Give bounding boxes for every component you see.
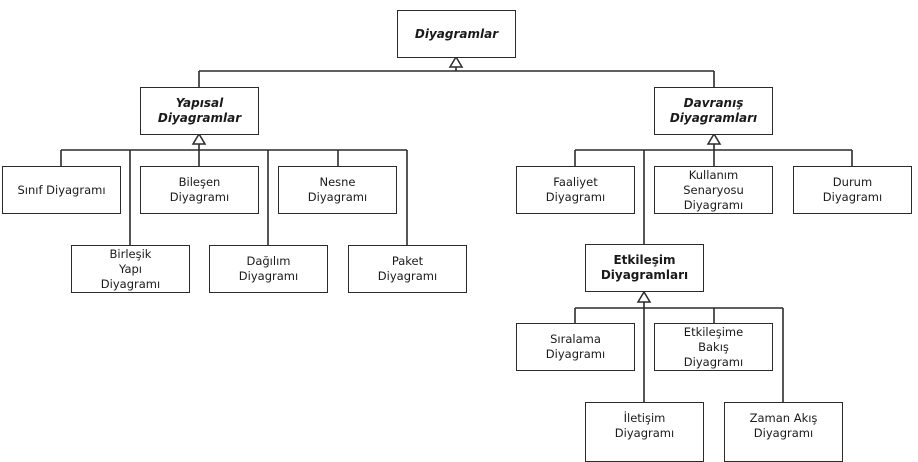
node-timing: Zaman Akış Diyagramı — [724, 402, 843, 462]
node-root: Diyagramlar — [397, 10, 516, 58]
node-class: Sınıf Diyagramı — [2, 166, 121, 214]
node-state: Durum Diyagramı — [793, 166, 912, 214]
node-component: Bileşen Diyagramı — [140, 166, 259, 214]
node-label: Durum Diyagramı — [822, 175, 883, 204]
node-usecase: Kullanım Senaryosu Diyagramı — [654, 166, 773, 214]
node-label: Etkileşime Bakış Diyagramı — [683, 324, 744, 369]
node-label: Zaman Akış Diyagramı — [749, 411, 818, 440]
node-package: Paket Diyagramı — [348, 245, 467, 293]
node-structural: Yapısal Diyagramlar — [140, 87, 259, 135]
node-label: Diyagramlar — [414, 26, 499, 41]
node-label: Faaliyet Diyagramı — [545, 175, 606, 204]
uml-diagram-taxonomy: Diyagramlar Yapısal Diyagramlar Davranış… — [2, 10, 912, 462]
node-sequence: Sıralama Diyagramı — [516, 323, 635, 371]
node-label: Sınıf Diyagramı — [17, 182, 106, 197]
node-overview: Etkileşime Bakış Diyagramı — [654, 323, 773, 371]
node-object: Nesne Diyagramı — [278, 166, 397, 214]
node-behavioral: Davranış Diyagramları — [654, 87, 773, 135]
node-label: İletişim Diyagramı — [614, 411, 675, 440]
generalization-arrow-interaction — [636, 290, 652, 303]
node-label: Yapısal Diyagramlar — [157, 96, 242, 125]
node-label: Paket Diyagramı — [377, 254, 438, 283]
connector-layer — [60, 55, 853, 402]
node-label: Nesne Diyagramı — [307, 175, 368, 204]
node-activity: Faaliyet Diyagramı — [516, 166, 635, 214]
node-interaction: Etkileşim Diyagramları — [585, 244, 704, 292]
node-label: Sıralama Diyagramı — [545, 332, 606, 361]
node-label: Dağılım Diyagramı — [238, 254, 299, 283]
node-deployment: Dağılım Diyagramı — [209, 245, 328, 293]
node-composite: Birleşik Yapı Diyagramı — [71, 245, 190, 293]
node-label: Birleşik Yapı Diyagramı — [100, 246, 161, 291]
node-label: Davranış Diyagramları — [669, 96, 758, 125]
node-label: Bileşen Diyagramı — [169, 175, 230, 204]
generalization-arrow-root — [448, 55, 464, 68]
node-communication: İletişim Diyagramı — [585, 402, 704, 462]
node-label: Etkileşim Diyagramları — [600, 253, 689, 282]
node-label: Kullanım Senaryosu Diyagramı — [683, 167, 744, 212]
generalization-arrow-structural — [191, 132, 207, 145]
generalization-arrow-behavioral — [706, 132, 722, 145]
